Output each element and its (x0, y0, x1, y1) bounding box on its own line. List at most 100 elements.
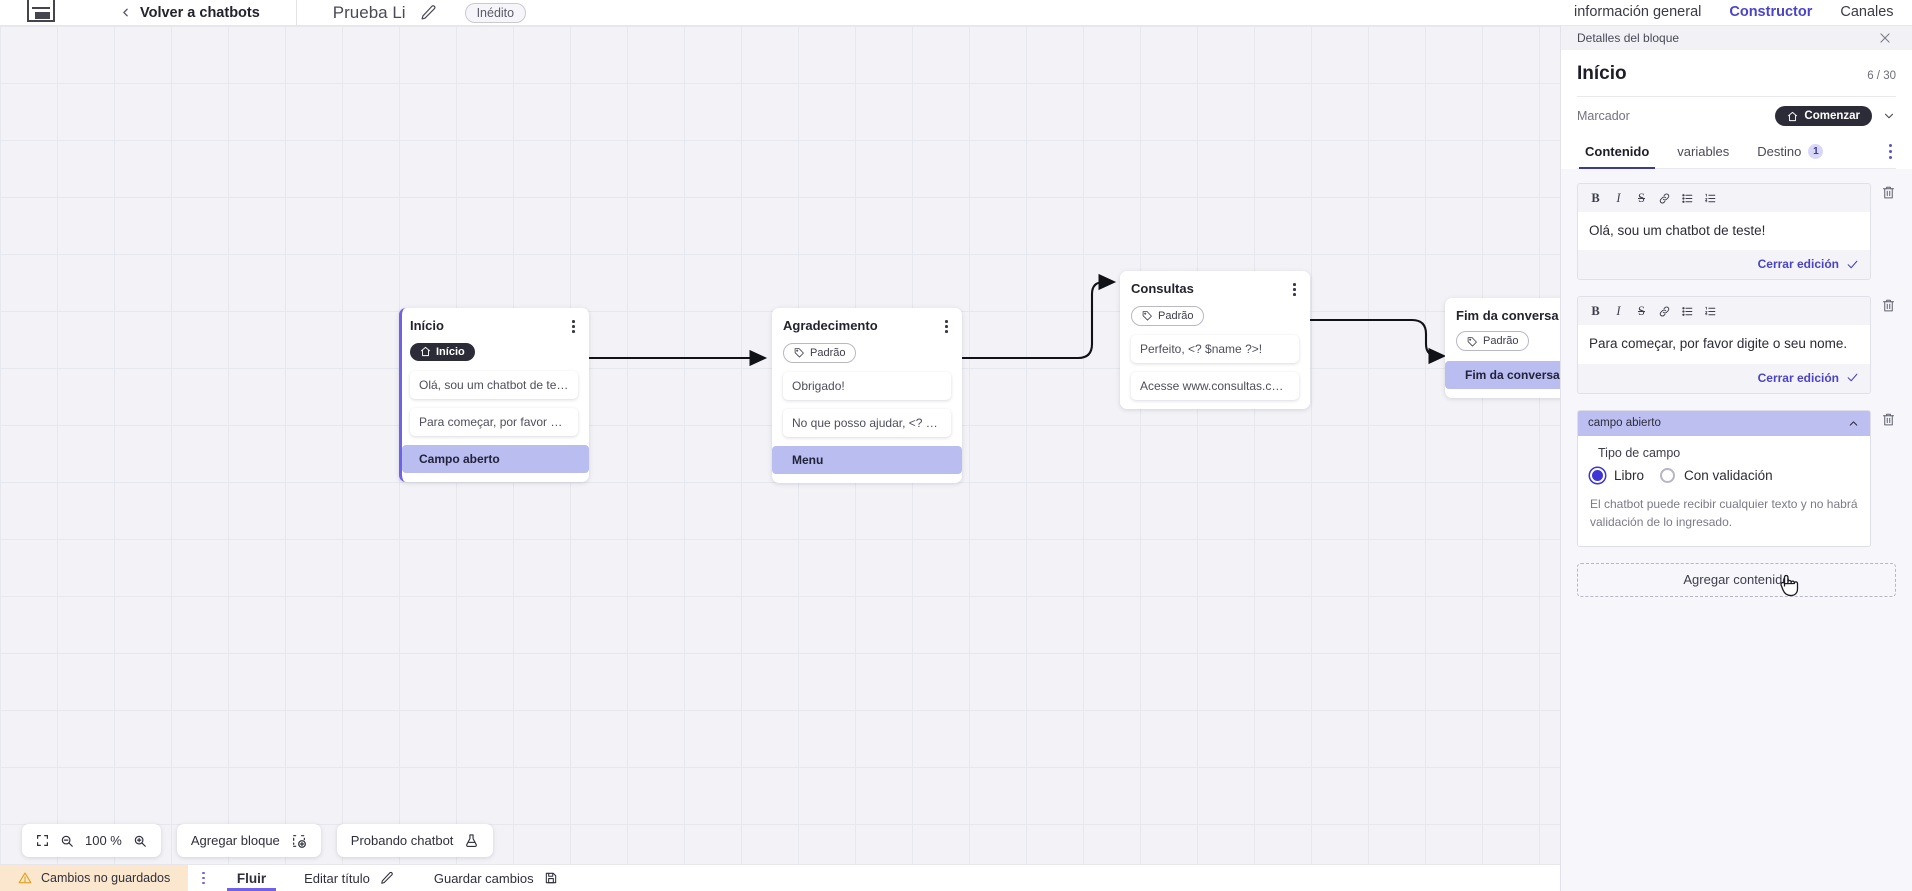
flow-node-fim-da-conversa[interactable]: Fim da conversa Padrão Fim da conversa (1445, 298, 1560, 398)
node-title: Início (410, 318, 444, 333)
tab-destino[interactable]: Destino 1 (1755, 135, 1825, 168)
trash-icon[interactable] (1881, 183, 1896, 200)
numbered-list-icon[interactable] (1699, 188, 1722, 208)
editor-toolbar: B I S (1578, 184, 1870, 212)
node-tag-default: Padrão (783, 342, 857, 363)
node-header: Agradecimento (783, 318, 951, 335)
strikethrough-icon[interactable]: S (1638, 303, 1645, 318)
editor-footer[interactable]: Cerrar edición (1578, 363, 1870, 393)
open-field-body: Tipo de campo Libro Con validación El ch… (1578, 435, 1870, 546)
bold-icon[interactable]: B (1591, 303, 1600, 318)
radio-libro[interactable] (1590, 467, 1605, 483)
tag-icon (1467, 336, 1477, 346)
radio-option-con-validacion[interactable]: Con validación (1660, 467, 1773, 483)
pencil-icon (380, 871, 394, 885)
node-tag-label: Padrão (1483, 335, 1519, 347)
tab-informacion-general[interactable]: información general (1574, 4, 1702, 20)
node-menu-icon[interactable] (569, 318, 578, 335)
node-title: Consultas (1131, 281, 1194, 296)
tag-icon (1142, 311, 1152, 321)
node-action-block[interactable]: Fim da conversa (1445, 360, 1560, 389)
node-message[interactable]: Perfeito, <? $name ?>! (1131, 335, 1299, 364)
bullet-list-icon[interactable] (1676, 301, 1699, 321)
chevron-up-icon[interactable] (1847, 417, 1860, 430)
rich-text-editor[interactable]: B I S Para começar, por favor digite o s… (1577, 296, 1871, 394)
marcador-label: Marcador (1577, 109, 1630, 123)
radio-option-libro[interactable]: Libro (1590, 467, 1645, 483)
node-menu-icon[interactable] (942, 318, 951, 335)
panel-tabs-menu-icon[interactable] (1885, 144, 1896, 159)
strikethrough-icon[interactable]: S (1638, 190, 1645, 205)
fit-screen-icon[interactable] (36, 834, 49, 847)
trash-icon[interactable] (1881, 410, 1896, 427)
tab-variables-label: variables (1677, 144, 1730, 159)
node-footer (783, 474, 951, 483)
panel-header: Detalles del bloque (1561, 26, 1912, 50)
tab-destino-label: Destino (1757, 144, 1802, 159)
page-title: Início (1577, 63, 1627, 84)
radio-libro-label: Libro (1614, 467, 1645, 483)
add-block-label: Agregar bloque (190, 833, 280, 848)
flow-node-inicio[interactable]: Início Início Olá, sou um chatbot de tes… (399, 308, 589, 483)
statusbar-tab-fluir[interactable]: Fluir (219, 865, 284, 891)
editor-text[interactable]: Olá, sou um chatbot de teste! (1578, 212, 1870, 251)
link-icon[interactable] (1653, 188, 1676, 208)
panel-header-title: Detalles del bloque (1577, 31, 1680, 45)
node-message[interactable]: No que posso ajudar, <? $name ... (783, 409, 951, 438)
back-chevron-icon[interactable] (118, 6, 132, 20)
link-icon[interactable] (1653, 301, 1676, 321)
tag-icon (794, 348, 804, 358)
bullet-list-icon[interactable] (1676, 188, 1699, 208)
node-message[interactable]: Para começar, por favor digite o ... (410, 408, 578, 437)
tab-variables[interactable]: variables (1675, 135, 1731, 168)
node-action-block[interactable]: Campo aberto (402, 445, 589, 474)
node-message[interactable]: Acesse www.consultas.com par... (1131, 372, 1299, 401)
flow-node-consultas[interactable]: Consultas Padrão Perfeito, <? $name ?>! … (1120, 271, 1310, 410)
back-to-chatbots-link[interactable]: Volver a chatbots (140, 4, 260, 21)
top-bar: Volver a chatbots Prueba Li Inédito (0, 0, 1560, 26)
radio-con-validacion-label: Con validación (1684, 467, 1773, 483)
node-tag-label: Padrão (1158, 309, 1194, 322)
save-icon (544, 871, 558, 885)
check-icon (1846, 258, 1859, 271)
flow-node-agradecimento[interactable]: Agradecimento Padrão Obrigado! No que po… (772, 308, 962, 484)
zoom-in-icon[interactable] (133, 834, 147, 848)
trash-icon[interactable] (1881, 296, 1896, 313)
node-tag-start: Início (410, 342, 475, 361)
tab-canales[interactable]: Canales (1840, 4, 1894, 20)
node-message[interactable]: Olá, sou um chatbot de teste! (410, 371, 578, 400)
tab-constructor[interactable]: Constructor (1729, 0, 1812, 25)
block-counter: 6 / 30 (1867, 70, 1896, 82)
close-icon[interactable] (1878, 31, 1892, 45)
marcador-chip[interactable]: Comenzar (1775, 106, 1872, 126)
italic-icon[interactable]: I (1616, 303, 1621, 318)
marcador-control[interactable]: Comenzar (1775, 106, 1896, 126)
save-changes-label: Guardar cambios (433, 870, 534, 886)
tab-contenido[interactable]: Contenido (1578, 135, 1656, 169)
editor-text[interactable]: Para começar, por favor digite o seu nom… (1578, 325, 1870, 364)
app-logo[interactable] (26, 0, 56, 25)
bold-icon[interactable]: B (1591, 190, 1600, 205)
rich-text-editor[interactable]: B I S Olá, sou um chatbot de teste! Cer (1577, 183, 1871, 281)
node-menu-icon[interactable] (1290, 281, 1299, 298)
italic-icon[interactable]: I (1616, 190, 1621, 205)
zoom-out-icon[interactable] (60, 834, 74, 848)
open-field-block[interactable]: campo abierto Tipo de campo Libro (1577, 409, 1871, 547)
statusbar-menu-icon[interactable] (188, 865, 219, 891)
flow-canvas[interactable]: Início Início Olá, sou um chatbot de tes… (0, 26, 1560, 864)
numbered-list-icon[interactable] (1699, 301, 1722, 321)
node-action-block[interactable]: Menu (772, 446, 962, 475)
marcador-chip-label: Comenzar (1804, 110, 1860, 122)
open-field-header[interactable]: campo abierto (1578, 410, 1870, 436)
save-changes-button[interactable]: Guardar cambios (414, 865, 578, 891)
edit-title-button[interactable]: Editar título (284, 865, 414, 891)
node-message[interactable]: Obrigado! (783, 372, 951, 401)
pencil-icon[interactable] (420, 4, 437, 21)
radio-con-validacion[interactable] (1660, 467, 1676, 483)
chevron-down-icon[interactable] (1882, 109, 1896, 123)
editor-footer[interactable]: Cerrar edición (1578, 250, 1870, 280)
add-block-button[interactable]: Agregar bloque (176, 824, 321, 857)
node-header: Consultas (1131, 281, 1299, 298)
test-chatbot-button[interactable]: Probando chatbot (336, 824, 494, 857)
add-content-button[interactable]: Agregar contenido (1577, 562, 1896, 597)
